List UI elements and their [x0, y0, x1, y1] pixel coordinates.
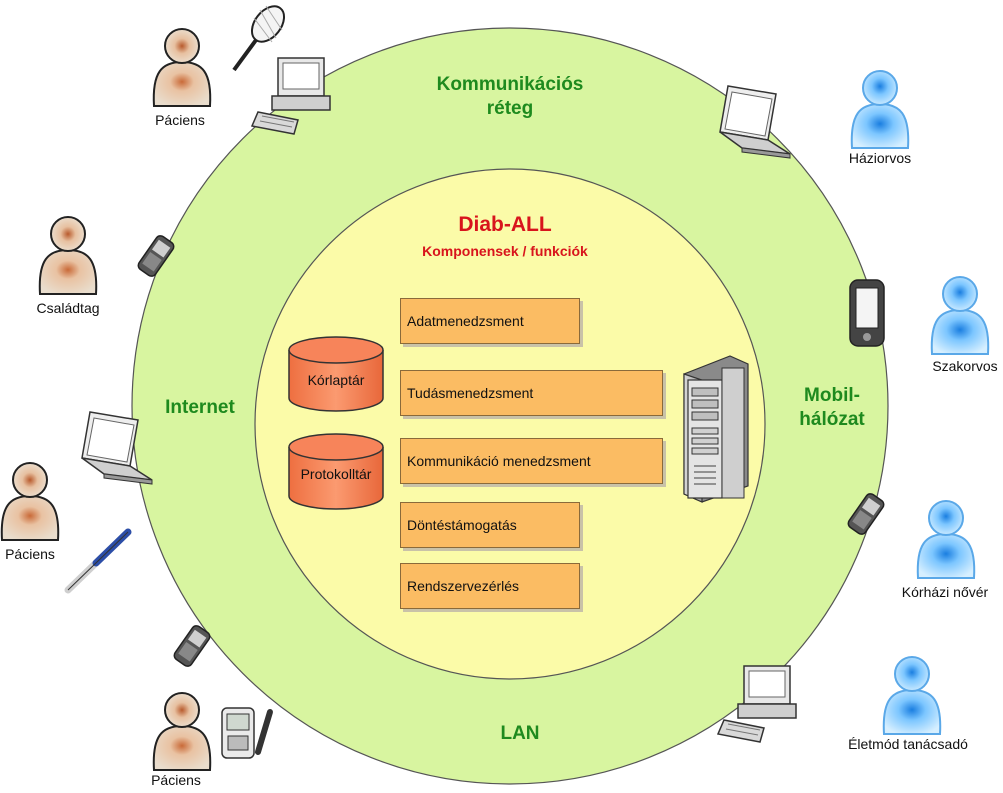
server-tower-icon: [683, 355, 749, 503]
nurse-person-icon: [916, 500, 976, 579]
patient-top-label: Páciens: [155, 112, 205, 128]
patient-top-person-icon: [152, 28, 212, 107]
communication-layer-label: Kommunikációs réteg: [420, 73, 600, 121]
korlaptar-database: [288, 336, 384, 412]
diagram-title: Diab-ALL: [458, 213, 552, 236]
component-box-knowledge-management: Tudásmenedzsment: [400, 370, 663, 416]
gp-label: Háziorvos: [848, 150, 912, 166]
communication-layer-label-line1: Kommunikációs: [436, 74, 584, 95]
lifestyle-advisor-person-icon: [882, 656, 942, 735]
insulin-pen-icon: [64, 528, 132, 594]
tennis-racket-icon: [232, 5, 286, 72]
core-circle: [254, 168, 766, 680]
component-box-decision-support: Döntéstámogatás: [400, 502, 580, 548]
mobile-network-label-line2: hálózat: [799, 409, 865, 430]
patient-bottom-label: Páciens: [151, 772, 201, 788]
component-box-data-management: Adatmenedzsment: [400, 298, 580, 344]
component-box-communication-management: Kommunikáció menedzsment: [400, 438, 663, 484]
nurse-label: Kórházi nővér: [901, 584, 989, 600]
communication-layer-label-line2: réteg: [486, 98, 534, 119]
patient-bottom-person-icon: [152, 692, 212, 771]
gp-person-icon: [850, 70, 910, 149]
component-box-system-control: Rendszervezérlés: [400, 563, 580, 609]
patient-left-label: Páciens: [5, 546, 55, 562]
diagram-subtitle: Komponensek / funkciók: [422, 243, 588, 259]
internet-label: Internet: [165, 397, 235, 418]
family-member-label: Családtag: [36, 300, 100, 316]
patient-left-person-icon: [0, 462, 60, 541]
korlaptar-label: Kórlaptár: [307, 372, 365, 388]
specialist-person-icon: [930, 276, 990, 355]
mobile-network-label: Mobil- hálózat: [782, 384, 882, 432]
mobile-phone-icon: [171, 623, 213, 669]
lifestyle-advisor-label: Életmód tanácsadó: [848, 736, 968, 752]
pda-icon: [849, 279, 885, 347]
specialist-label: Szakorvos: [932, 358, 998, 374]
protokolltar-label: Protokolltár: [300, 466, 372, 482]
protokolltar-database: [288, 433, 384, 510]
mobile-network-label-line1: Mobil-: [804, 385, 860, 406]
family-member-person-icon: [38, 216, 98, 295]
lan-label: LAN: [500, 723, 540, 744]
glucose-meter-icon: [221, 707, 273, 759]
